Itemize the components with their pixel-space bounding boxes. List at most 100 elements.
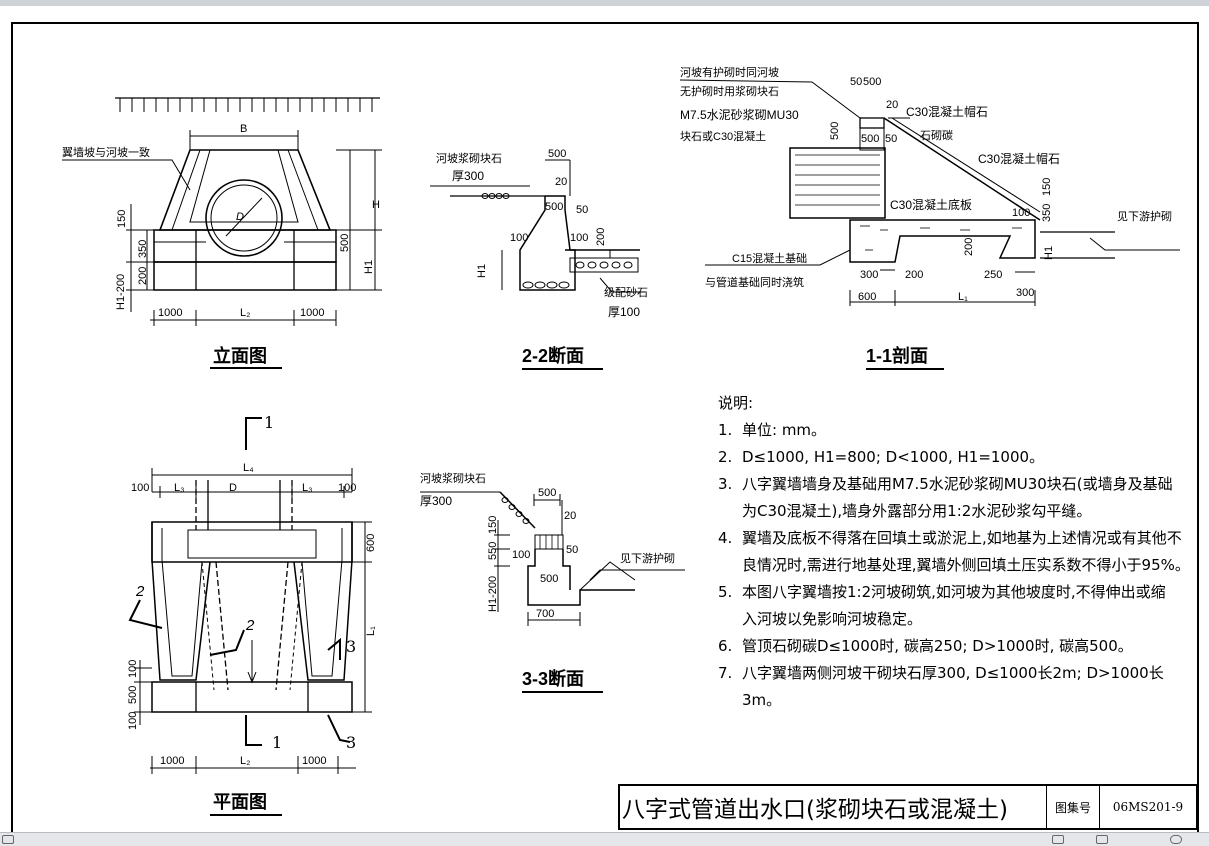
svg-text:20: 20: [886, 99, 898, 111]
svg-text:300: 300: [1016, 287, 1034, 299]
note-item: 3.八字翼墙墙身及基础用M7.5水泥砂浆砌MU30块石(或墙身及基础为C30混凝…: [718, 471, 1198, 525]
svg-text:H1-200: H1-200: [115, 274, 127, 310]
svg-text:150: 150: [116, 210, 128, 228]
svg-text:100: 100: [338, 482, 356, 494]
section-3-3: [420, 491, 685, 693]
svg-text:3: 3: [346, 637, 356, 656]
note-item: 5.本图八字翼墙按1:2河坡砌筑,如河坡为其他坡度时,不得伸出或缩入河坡以免影响…: [718, 579, 1198, 633]
svg-text:100: 100: [570, 232, 588, 244]
zoom-icon[interactable]: [1170, 835, 1182, 844]
svg-text:H1: H1: [1043, 246, 1055, 260]
note-number: 4.: [718, 529, 733, 547]
elevation-title: 立面图: [213, 345, 267, 366]
note-line: 3m。: [742, 691, 782, 709]
svg-text:500: 500: [545, 201, 563, 213]
note-line: 入河坡以免影响河坡稳定。: [742, 610, 923, 628]
plan-title: 平面图: [213, 792, 267, 812]
svg-text:20: 20: [555, 176, 567, 188]
svg-text:见下游护砌: 见下游护砌: [1117, 209, 1172, 223]
svg-text:500: 500: [863, 76, 881, 88]
drawing-title: 八字式管道出水口(浆砌块石或混凝土): [620, 786, 1047, 828]
svg-text:1000: 1000: [302, 755, 326, 767]
note-item: 1.单位: mm。: [718, 417, 1198, 444]
page-icon[interactable]: [2, 835, 14, 844]
sheet-frame: [11, 22, 1199, 845]
svg-text:厚300: 厚300: [452, 169, 484, 183]
title-block: 八字式管道出水口(浆砌块石或混凝土) 图集号 06MS201-9: [618, 784, 1198, 830]
note-number: 2.: [718, 448, 733, 466]
svg-text:500: 500: [127, 686, 139, 704]
svg-text:350: 350: [1041, 204, 1053, 222]
viewer-top-bar: [0, 0, 1209, 6]
note-line: D≤1000, H1=800; D<1000, H1=1000。: [742, 448, 1045, 466]
svg-text:200: 200: [963, 238, 975, 256]
notes-heading: 说明:: [718, 394, 754, 412]
svg-text:100: 100: [127, 712, 139, 730]
note-line: 良情况时,需进行地基处理,翼墙外侧回填土压实系数不得小于95%。: [742, 556, 1190, 574]
notes-block: 说明: 1.单位: mm。 2. D≤1000, H1=800; D<1000, H…: [718, 392, 1198, 714]
svg-text:100: 100: [1012, 207, 1030, 219]
svg-text:块石或C30混凝土: 块石或C30混凝土: [680, 129, 766, 143]
svg-text:D: D: [236, 211, 244, 223]
svg-text:600: 600: [858, 291, 876, 303]
section-1-1-title: 1-1剖面: [866, 345, 928, 366]
svg-text:河坡浆砌块石: 河坡浆砌块石: [436, 151, 502, 165]
svg-text:B: B: [240, 123, 247, 135]
svg-text:600: 600: [365, 534, 377, 552]
svg-text:L₁: L₁: [365, 626, 377, 636]
note-number: 6.: [718, 637, 733, 655]
note-line: 八字翼墙墙身及基础用M7.5水泥砂浆砌MU30块石(或墙身及基础: [742, 475, 1173, 493]
svg-text:石砌碳: 石砌碳: [920, 128, 953, 142]
svg-text:200: 200: [137, 267, 149, 285]
note-line: 为C30混凝土),墙身外露部分用1:2水泥砂浆勾平缝。: [742, 502, 1092, 520]
atlas-label: 图集号: [1047, 786, 1100, 828]
svg-text:700: 700: [536, 608, 554, 620]
svg-text:1000: 1000: [300, 307, 324, 319]
svg-text:50: 50: [566, 544, 578, 556]
svg-text:2: 2: [245, 617, 255, 634]
svg-text:河坡有护砌时同河坡: 河坡有护砌时同河坡: [680, 65, 779, 79]
svg-text:150: 150: [487, 516, 499, 534]
svg-text:L₂: L₂: [240, 307, 250, 319]
svg-text:C30混凝土帽石: C30混凝土帽石: [978, 151, 1060, 166]
section-2-2-labels: 河坡浆砌块石 厚300 500 20 500 50 100 100 200 H1…: [436, 148, 648, 366]
note-line: 本图八字翼墙按1:2河坡砌筑,如河坡为其他坡度时,不得伸出或缩: [742, 583, 1166, 601]
svg-text:级配砂石: 级配砂石: [604, 286, 648, 299]
section-3-3-title: 3-3断面: [522, 668, 584, 689]
svg-text:L₃: L₃: [302, 482, 313, 494]
note-item: 4.翼墙及底板不得落在回填土或淤泥上,如地基为上述情况或有其他不良情况时,需进行…: [718, 525, 1198, 579]
viewer-status-bar: [0, 832, 1209, 846]
svg-text:H1-200: H1-200: [487, 576, 499, 612]
note-number: 1.: [718, 421, 733, 439]
single-page-icon[interactable]: [1052, 835, 1064, 844]
svg-text:500: 500: [861, 133, 879, 145]
svg-text:200: 200: [595, 228, 607, 246]
svg-text:100: 100: [127, 660, 139, 678]
svg-text:厚300: 厚300: [420, 494, 452, 508]
svg-text:L₁: L₁: [958, 291, 968, 303]
svg-text:150: 150: [1041, 178, 1053, 196]
notes-list: 1.单位: mm。 2. D≤1000, H1=800; D<1000, H1=10…: [718, 417, 1198, 714]
section-2-2: [430, 159, 645, 370]
svg-text:100: 100: [512, 549, 530, 561]
note-line: 八字翼墙两侧河坡干砌块石厚300, D≤1000长2m; D>1000长: [742, 664, 1164, 682]
svg-text:M7.5水泥砂浆砌MU30: M7.5水泥砂浆砌MU30: [680, 107, 799, 122]
svg-text:100: 100: [131, 482, 149, 494]
svg-text:C30混凝土底板: C30混凝土底板: [890, 197, 972, 212]
two-page-icon[interactable]: [1096, 835, 1108, 844]
note-number: 7.: [718, 664, 733, 682]
svg-text:河坡浆砌块石: 河坡浆砌块石: [420, 471, 486, 485]
svg-text:1: 1: [272, 733, 282, 752]
elevation-labels: 翼墙坡与河坡一致 B D H H1 150 350 200 H1-200 500…: [62, 123, 380, 366]
section-1-1: [679, 79, 1180, 370]
svg-text:厚100: 厚100: [608, 305, 640, 319]
svg-text:C15混凝土基础: C15混凝土基础: [732, 251, 807, 265]
note-item: 7. 八字翼墙两侧河坡干砌块石厚300, D≤1000长2m; D>1000长 3m…: [718, 660, 1198, 714]
elevation-view: [62, 97, 382, 369]
svg-text:20: 20: [564, 510, 576, 522]
note-item: 2. D≤1000, H1=800; D<1000, H1=1000。: [718, 444, 1198, 471]
svg-text:550: 550: [487, 542, 499, 560]
svg-text:L₂: L₂: [240, 755, 250, 767]
